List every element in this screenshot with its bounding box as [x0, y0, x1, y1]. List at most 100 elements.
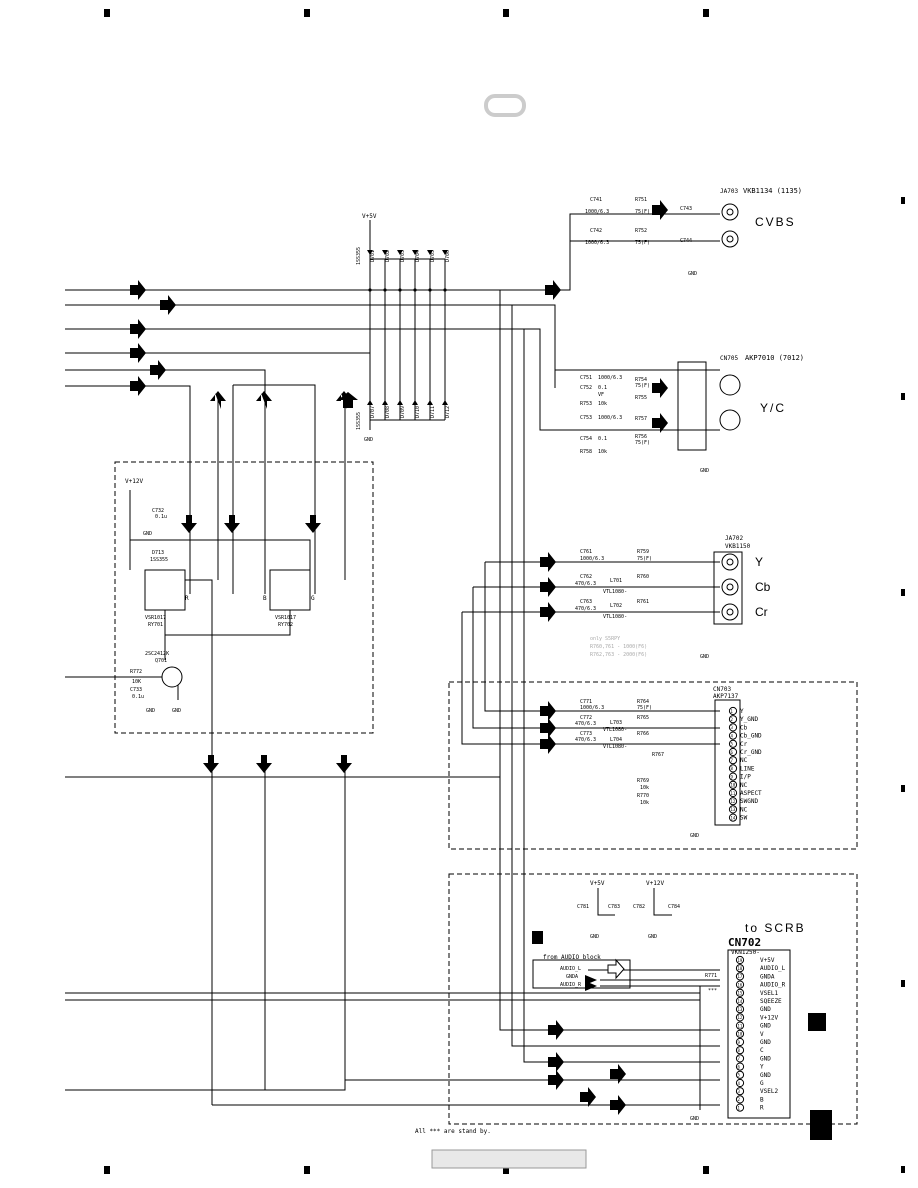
cn702-pin-17 — [735, 972, 745, 981]
cn703-pin-8 — [728, 764, 738, 773]
c754-value: 0.1 — [598, 436, 607, 442]
cn703-pin-label: Y_GND — [740, 716, 758, 723]
section-marker-b — [810, 1110, 832, 1140]
block-marker — [532, 931, 543, 944]
q701-gnd-1: GND — [146, 708, 155, 714]
ja703-ref: JA703 — [720, 188, 738, 195]
r754-label: R754 — [635, 377, 647, 383]
cn702-pin-number: 19 — [738, 958, 743, 963]
r759-value: 75(F) — [637, 556, 652, 562]
cb-label: Cb — [755, 580, 771, 594]
cn703-pin-number: 14 — [731, 815, 736, 820]
cn702-pin-label: AUDIO_L — [760, 965, 786, 972]
cn703-pin-5 — [728, 739, 738, 748]
c772-label: C772 — [580, 715, 592, 721]
junction-dot — [413, 288, 417, 292]
diode-bot-label: D708 — [385, 406, 391, 418]
cn702-pin-label: GNDA — [760, 973, 775, 980]
cn702-pin-1 — [735, 1103, 745, 1112]
c761-label: C761 — [580, 549, 592, 555]
r759-label: R759 — [637, 549, 649, 555]
cn703-pin-number: 11 — [731, 791, 736, 796]
cn702-pin-label: B — [760, 1096, 764, 1103]
cn702-pin-number: 14 — [738, 999, 743, 1004]
cn702-pin-number: 3 — [738, 1089, 741, 1094]
r764-value: 75(F) — [637, 705, 652, 711]
r769-label: R769 — [637, 778, 649, 784]
ja702-note-2: R760,761 - 1000(F6) — [590, 644, 647, 650]
r753-value: 10k — [598, 401, 607, 407]
ry702-part: VSR1017 — [275, 615, 296, 621]
r751-label: R751 — [635, 197, 647, 203]
cn702-pin-number: 5 — [738, 1073, 741, 1078]
diode-gnd: GND — [364, 437, 373, 443]
cn705-ref: CN705 — [720, 355, 738, 362]
diode-bot-label: D712 — [445, 406, 451, 418]
cn702-pin-number: 16 — [738, 982, 743, 987]
diode-bot-symbol — [382, 400, 388, 405]
diode-bot-label: D709 — [400, 406, 406, 418]
gnda-label: GNDA — [566, 974, 578, 980]
c761-value: 1000/6.3 — [580, 556, 604, 562]
cn703-pin-label: Cr — [740, 741, 748, 748]
cn702-pin-label: VSEL2 — [760, 1088, 778, 1095]
cn703-pin-7 — [728, 756, 738, 765]
cn702-pin-5 — [735, 1070, 745, 1079]
diode-top-label: D703 — [400, 250, 406, 262]
cn703-pin-2 — [728, 715, 738, 724]
diode-top-label: D702 — [385, 250, 391, 262]
c784-label: C784 — [668, 904, 680, 910]
cn703-pin-number: 10 — [731, 783, 736, 788]
cn702-pin-label: V+5V — [760, 957, 775, 964]
c733-value: 0.1u — [132, 694, 144, 700]
cn702-pin-number: 4 — [738, 1081, 741, 1086]
ja702-gnd: GND — [700, 654, 709, 660]
cn702-pin-label: SQEEZE — [760, 998, 782, 1005]
cn703-pin-3 — [728, 723, 738, 732]
c773-value: 470/6.3 — [575, 737, 596, 743]
cn703-part: AKP7137 — [713, 693, 739, 700]
cn702-pin-number: 18 — [738, 966, 743, 971]
cn703-pin-9 — [728, 772, 738, 781]
diode-bot-part: 1SS355 — [356, 412, 362, 430]
r751-value: 75(F) — [635, 209, 650, 215]
cn702-pin-7 — [735, 1054, 745, 1063]
cn702-pin-6 — [735, 1062, 745, 1071]
yc-label: Y/C — [760, 401, 786, 415]
relay-g-label: G — [311, 595, 315, 602]
cn705-part: AKP7010 (7012) — [745, 354, 804, 362]
ja702-ref: JA702 — [725, 535, 743, 542]
ja702-part: VKB1150 — [725, 543, 751, 550]
diode-top-label: D706 — [445, 250, 451, 262]
cn703-pin-number: 5 — [731, 742, 734, 747]
cn702-pin-label: GND — [760, 1039, 771, 1046]
ry701-part: VSR1017 — [145, 615, 166, 621]
q701-gnd-2: GND — [172, 708, 181, 714]
c742-label: C742 — [590, 228, 602, 234]
r752-value: 75(F) — [635, 240, 650, 246]
ry701-ref: RY701 — [148, 622, 163, 628]
cn703-ref: CN703 — [713, 686, 731, 693]
cn702-pin-8 — [735, 1046, 745, 1055]
cn703-pin-label: NC — [740, 757, 748, 764]
junction-dot — [443, 288, 447, 292]
diode-top-symbol — [367, 250, 373, 255]
c752-label: C752 — [580, 385, 592, 391]
cn702-pin-number: 1 — [738, 1105, 741, 1110]
c753-label: C753 — [580, 415, 592, 421]
cn702-pin-label: GND — [760, 1072, 771, 1079]
l704-value: VTL1080- — [603, 744, 627, 750]
cn702-block-box — [448, 873, 858, 1125]
diode-top-symbol — [427, 250, 433, 255]
q701-part: 2SC2412K — [145, 651, 169, 657]
r760-label: R760 — [637, 574, 649, 580]
c741-value: 1000/6.3 — [585, 209, 609, 215]
cn703-pin-label: Cb_GND — [740, 733, 762, 740]
cn703-pin-1 — [728, 706, 738, 716]
cn703-pin-number: 6 — [731, 750, 734, 755]
cn703-pin-label: Cb — [740, 724, 748, 731]
r758-label: R758 — [580, 449, 592, 455]
section-marker-a — [808, 1013, 826, 1031]
cn702-pin-14 — [735, 996, 745, 1006]
r758-value: 10k — [598, 449, 607, 455]
